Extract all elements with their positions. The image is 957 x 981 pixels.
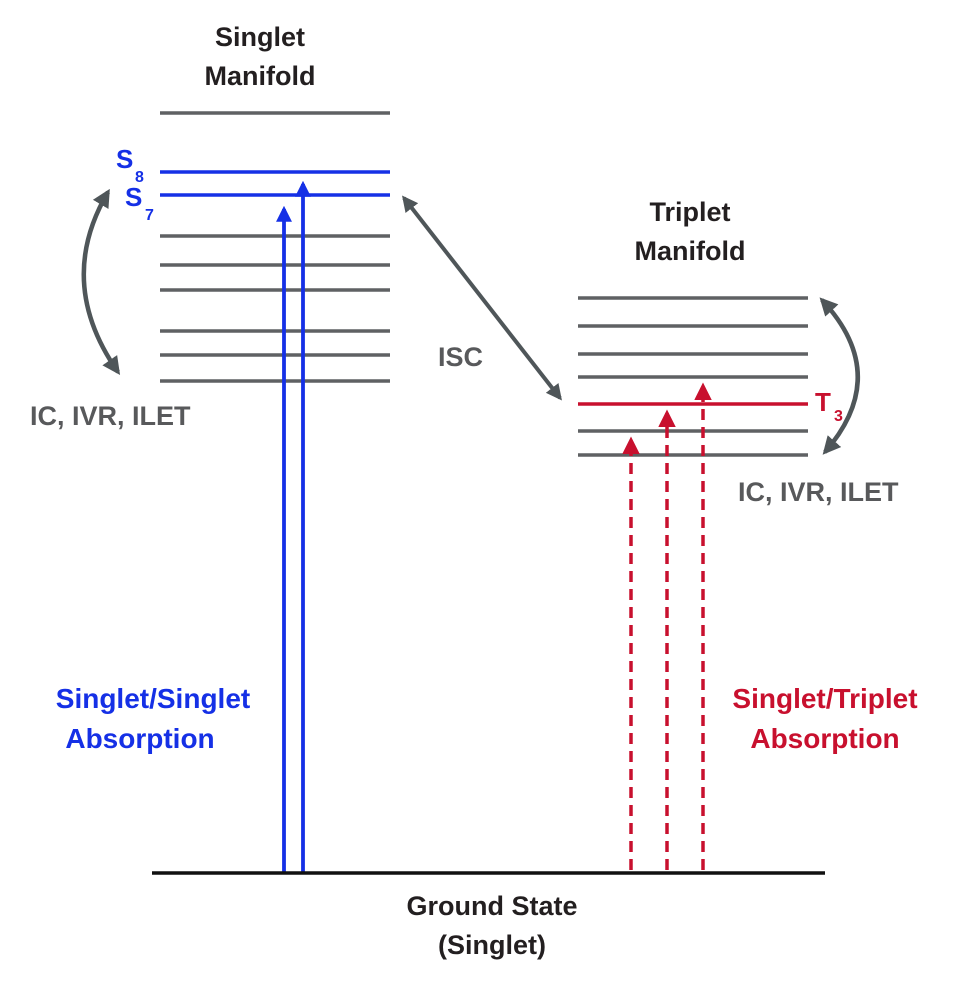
singlet-absorption-line1: Singlet/Singlet — [56, 683, 250, 714]
triplet-absorption-line1: Singlet/Triplet — [732, 683, 917, 714]
singlet-manifold-title: Singlet Manifold — [205, 22, 316, 91]
singlet-absorption-line2: Absorption — [65, 723, 214, 754]
s7-letter: S — [125, 182, 142, 212]
t3-subscript: 3 — [834, 408, 843, 425]
ground-state-line1: Ground State — [406, 891, 577, 921]
t3-label: T 3 — [815, 387, 843, 425]
triplet-manifold-title-line2: Manifold — [635, 236, 746, 266]
isc-label: ISC — [438, 342, 483, 372]
s7-subscript: 7 — [145, 207, 154, 224]
isc-arrow — [402, 195, 562, 401]
singlet-absorption-label: Singlet/Singlet Absorption — [56, 683, 250, 754]
singlet-manifold-title-line1: Singlet — [215, 22, 305, 52]
triplet-manifold-title: Triplet Manifold — [635, 197, 746, 266]
singlet-manifold-title-line2: Manifold — [205, 61, 316, 91]
singlet-relaxation-arrow — [81, 188, 121, 375]
triplet-relaxation-arrow — [819, 297, 860, 455]
ground-state-label: Ground State (Singlet) — [406, 891, 577, 960]
triplet-relaxation-label: IC, IVR, ILET — [738, 477, 899, 507]
triplet-absorption-line2: Absorption — [750, 723, 899, 754]
triplet-absorption-label: Singlet/Triplet Absorption — [732, 683, 917, 754]
s8-subscript: 8 — [135, 169, 144, 186]
triplet-levels — [578, 296, 808, 457]
triplet-manifold-title-line1: Triplet — [649, 197, 730, 227]
singlet-relaxation-label: IC, IVR, ILET — [30, 401, 191, 431]
s7-label: S 7 — [125, 182, 154, 224]
singlet-levels — [160, 111, 390, 383]
s8-label: S 8 — [116, 144, 144, 186]
t3-letter: T — [815, 387, 831, 417]
ground-state-line2: (Singlet) — [438, 930, 546, 960]
s8-letter: S — [116, 144, 133, 174]
